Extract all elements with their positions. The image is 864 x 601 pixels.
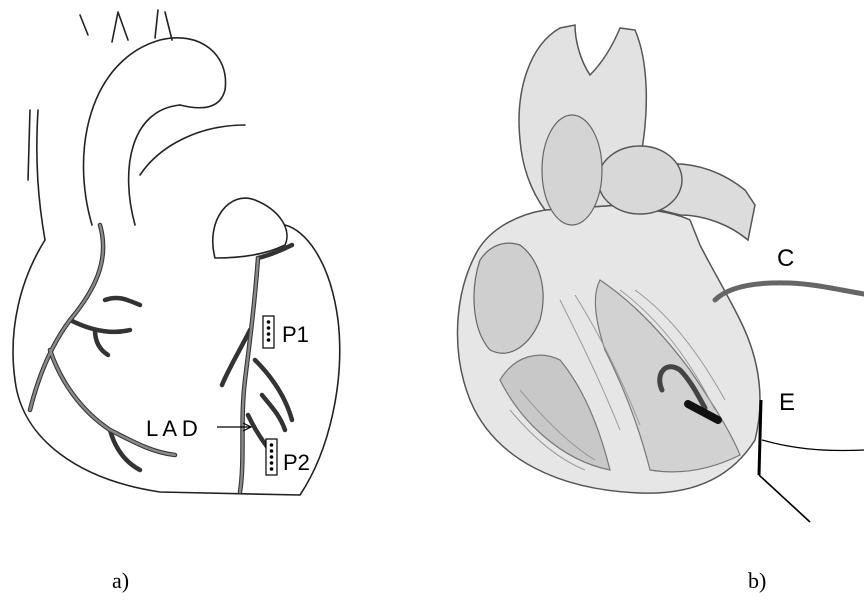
panel-b-heart-cross-section: C E (458, 25, 864, 522)
vessel-stub-3 (155, 10, 158, 38)
svc-outline (37, 110, 45, 240)
label-e: E (779, 389, 795, 416)
panel-a-heart-drawing: L A D P1 P2 (13, 10, 340, 495)
aortic-lumen-b (542, 115, 602, 225)
vessel-stub-2 (112, 12, 128, 42)
caption-a: a) (112, 568, 129, 593)
lead-c (715, 283, 864, 300)
svc-inner-outline (28, 110, 30, 180)
lad-arrow (217, 423, 251, 431)
vessel-stub-1 (80, 15, 88, 35)
pulmonary-trunk-outline (140, 125, 245, 175)
left-atrium-b (598, 146, 682, 214)
lad-artery (222, 245, 292, 492)
vessel-stub-4 (165, 12, 172, 40)
label-c: C (777, 245, 794, 272)
electrode-e (759, 400, 864, 522)
aorta-inner-outline (129, 105, 180, 225)
label-lad: L A D (146, 416, 198, 441)
label-p2: P2 (283, 450, 310, 475)
atrial-appendage-outline (213, 198, 287, 258)
electrode-p2 (266, 439, 277, 475)
electrode-p1 (263, 316, 274, 348)
label-p1: P1 (282, 322, 309, 347)
caption-b: b) (748, 568, 766, 593)
